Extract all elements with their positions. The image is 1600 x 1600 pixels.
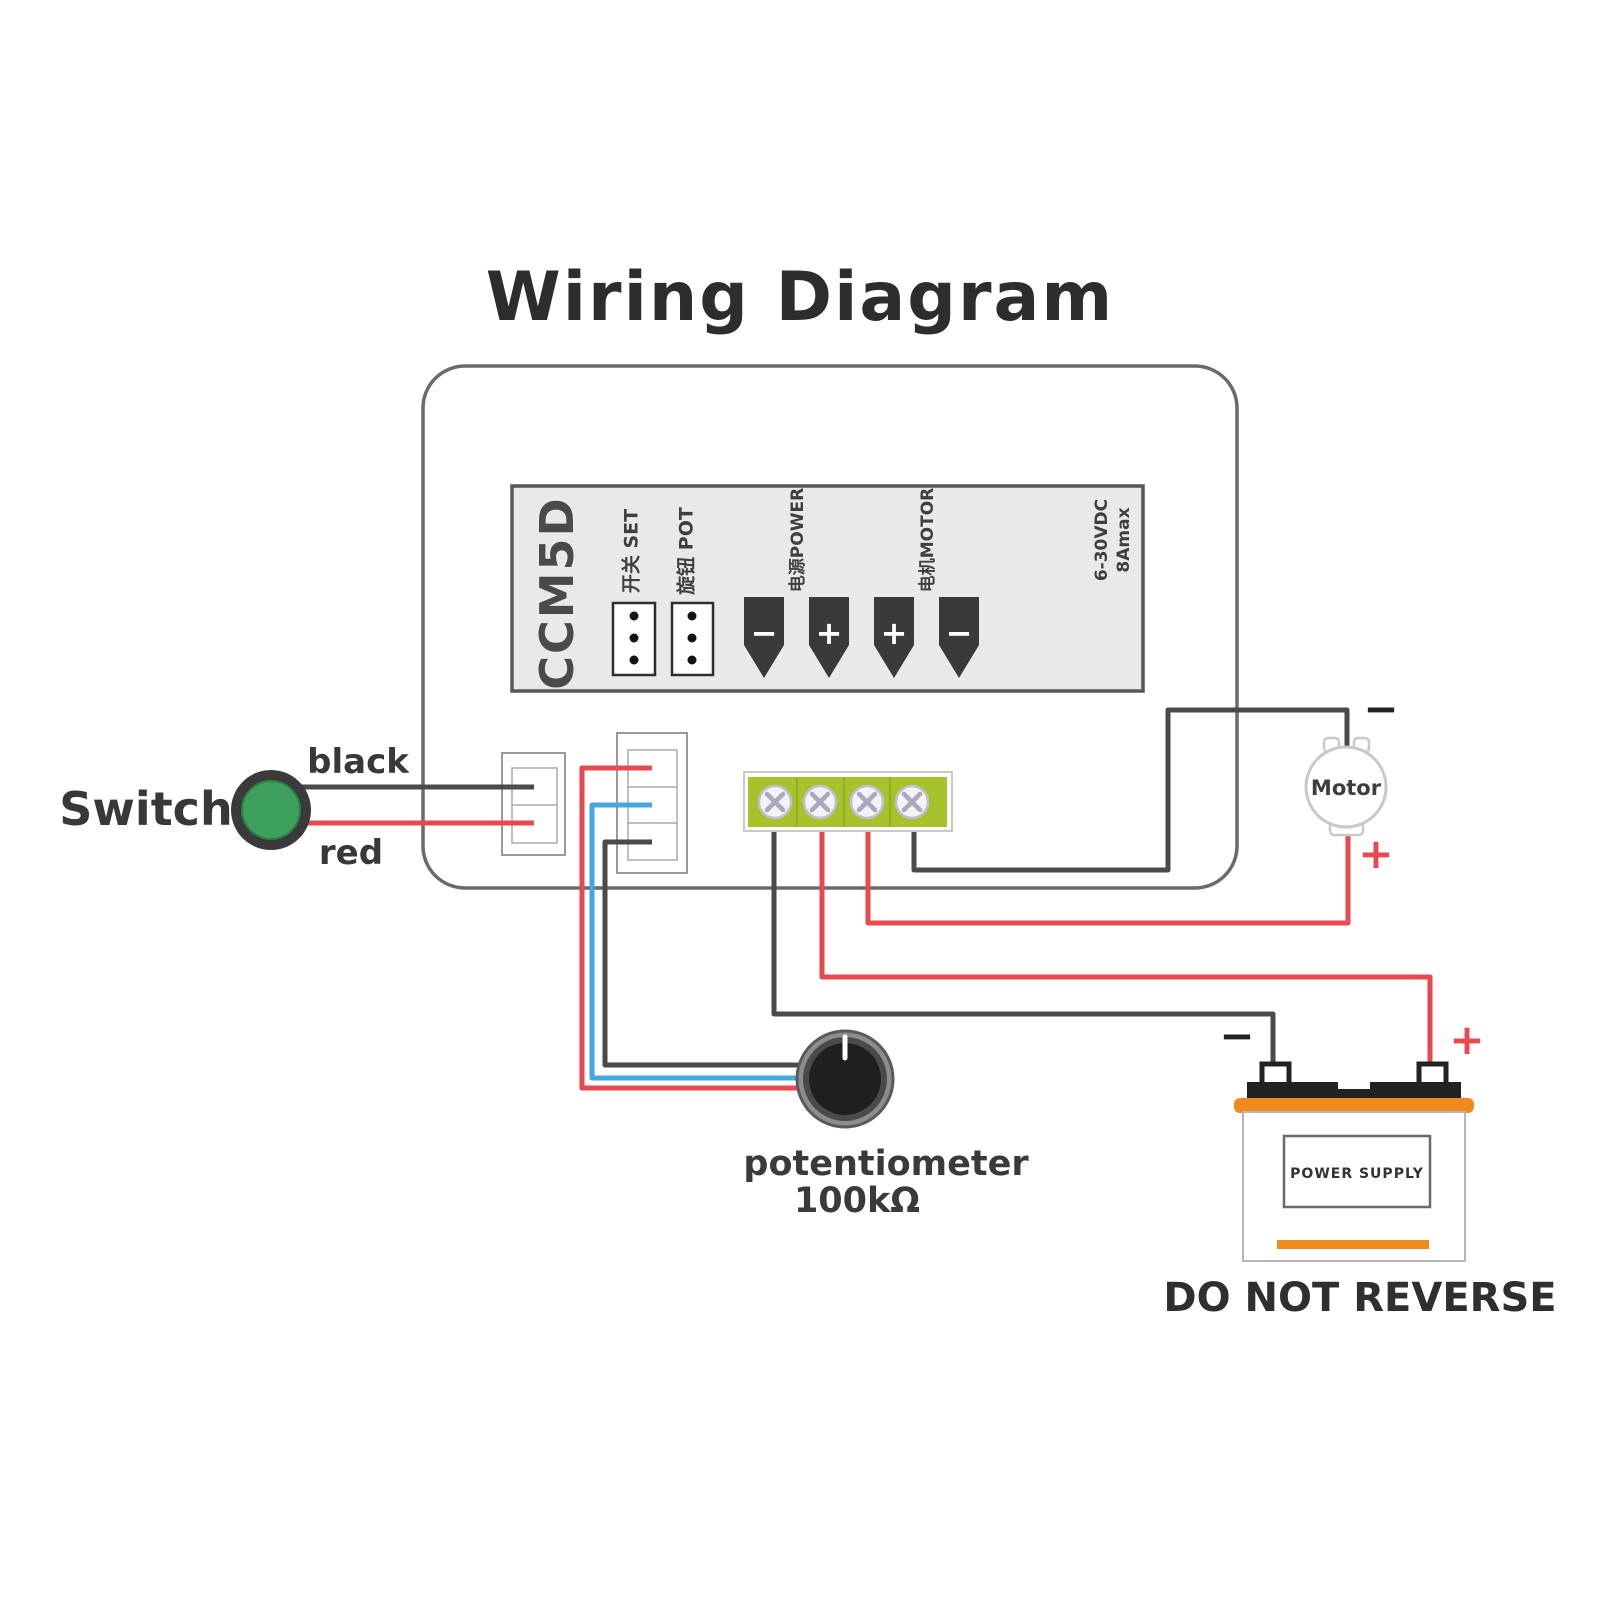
- plug-sign-2: +: [816, 614, 843, 652]
- terminal-screws: [757, 784, 930, 820]
- set-pin-3: [629, 655, 639, 665]
- wire-psu-negative: [771, 824, 1276, 1068]
- switch-button: [241, 780, 301, 840]
- set-pin-2: [629, 633, 639, 643]
- plug-power-minus: [744, 597, 784, 678]
- power-terminals-label: 电源POWER: [787, 488, 808, 592]
- plug-motor-plus: [874, 597, 914, 678]
- wire-motor-positive: [865, 824, 1351, 926]
- plug-sign-4: −: [946, 614, 973, 652]
- switch: Switch black red: [59, 742, 410, 873]
- power-supply-label-box: [1282, 1134, 1432, 1209]
- wire-pot-black: [602, 839, 802, 1068]
- pot-pin-2: [687, 633, 697, 643]
- psu-minus-sign: −: [1219, 1011, 1254, 1060]
- screw-4-slot-b: [901, 791, 923, 813]
- terminal-plugs: − + + −: [744, 597, 979, 678]
- controller-faceplate: CCM5D 开关 SET 旋钮 POT 电源POWER 电机MOTOR − +: [510, 484, 1145, 693]
- potentiometer-label: potentiometer: [743, 1144, 1029, 1184]
- wire-motor-negative: [911, 707, 1350, 873]
- switch-connector: [501, 752, 566, 856]
- plug-power-plus: [809, 597, 849, 678]
- potentiometer: potentiometer 100kΩ: [743, 1029, 1029, 1221]
- motor-terminals-label: 电机MOTOR: [917, 488, 938, 593]
- motor-body: [1304, 745, 1388, 829]
- motor: Motor − +: [1304, 684, 1399, 878]
- battery-orange-band: [1234, 1098, 1474, 1113]
- power-supply: POWER SUPPLY − + DO NOT REVERSE: [1163, 1011, 1556, 1321]
- pot-connector-header: [670, 601, 715, 677]
- page-title: Wiring Diagram: [486, 258, 1115, 337]
- potentiometer-value: 100kΩ: [794, 1181, 920, 1221]
- plug-sign-3: +: [881, 614, 908, 652]
- screw-1-slot-b: [764, 791, 786, 813]
- psu-plus-sign: +: [1449, 1015, 1484, 1064]
- set-connector-label: 开关 SET: [620, 509, 643, 593]
- black-wire-label: black: [307, 742, 410, 782]
- plug-motor-minus: [939, 597, 979, 678]
- set-connector-header: [611, 601, 657, 677]
- pot-knob: [809, 1043, 881, 1115]
- set-pin-1: [629, 611, 639, 621]
- wire-pot-red: [579, 765, 802, 1091]
- plug-sign-1: −: [751, 614, 778, 652]
- wire-pot-blue: [589, 802, 802, 1081]
- red-wire-label: red: [319, 833, 383, 873]
- motor-minus-sign: −: [1363, 684, 1398, 733]
- power-supply-label: POWER SUPPLY: [1290, 1166, 1424, 1182]
- wires: [298, 707, 1433, 1091]
- screw-2-slot-b: [809, 791, 831, 813]
- wire-psu-positive: [819, 824, 1433, 1068]
- motor-plus-sign: +: [1358, 829, 1393, 878]
- model-label: CCM5D: [530, 496, 584, 689]
- switch-label: Switch: [59, 782, 232, 836]
- screw-3-slot-b: [856, 791, 878, 813]
- battery-bottom-stripe: [1277, 1240, 1429, 1249]
- battery-top-bar: [1247, 1082, 1461, 1099]
- do-not-reverse-warning: DO NOT REVERSE: [1163, 1275, 1556, 1321]
- pot-pin-1: [687, 611, 697, 621]
- pot-pin-3: [687, 655, 697, 665]
- rating-voltage: 6-30VDC: [1092, 499, 1112, 581]
- motor-label: Motor: [1311, 776, 1382, 800]
- controller-board-outline: [421, 364, 1239, 890]
- terminal-block: [743, 771, 953, 832]
- pot-connector-label: 旋钮 POT: [675, 507, 698, 596]
- rating-current: 8Amax: [1114, 507, 1134, 572]
